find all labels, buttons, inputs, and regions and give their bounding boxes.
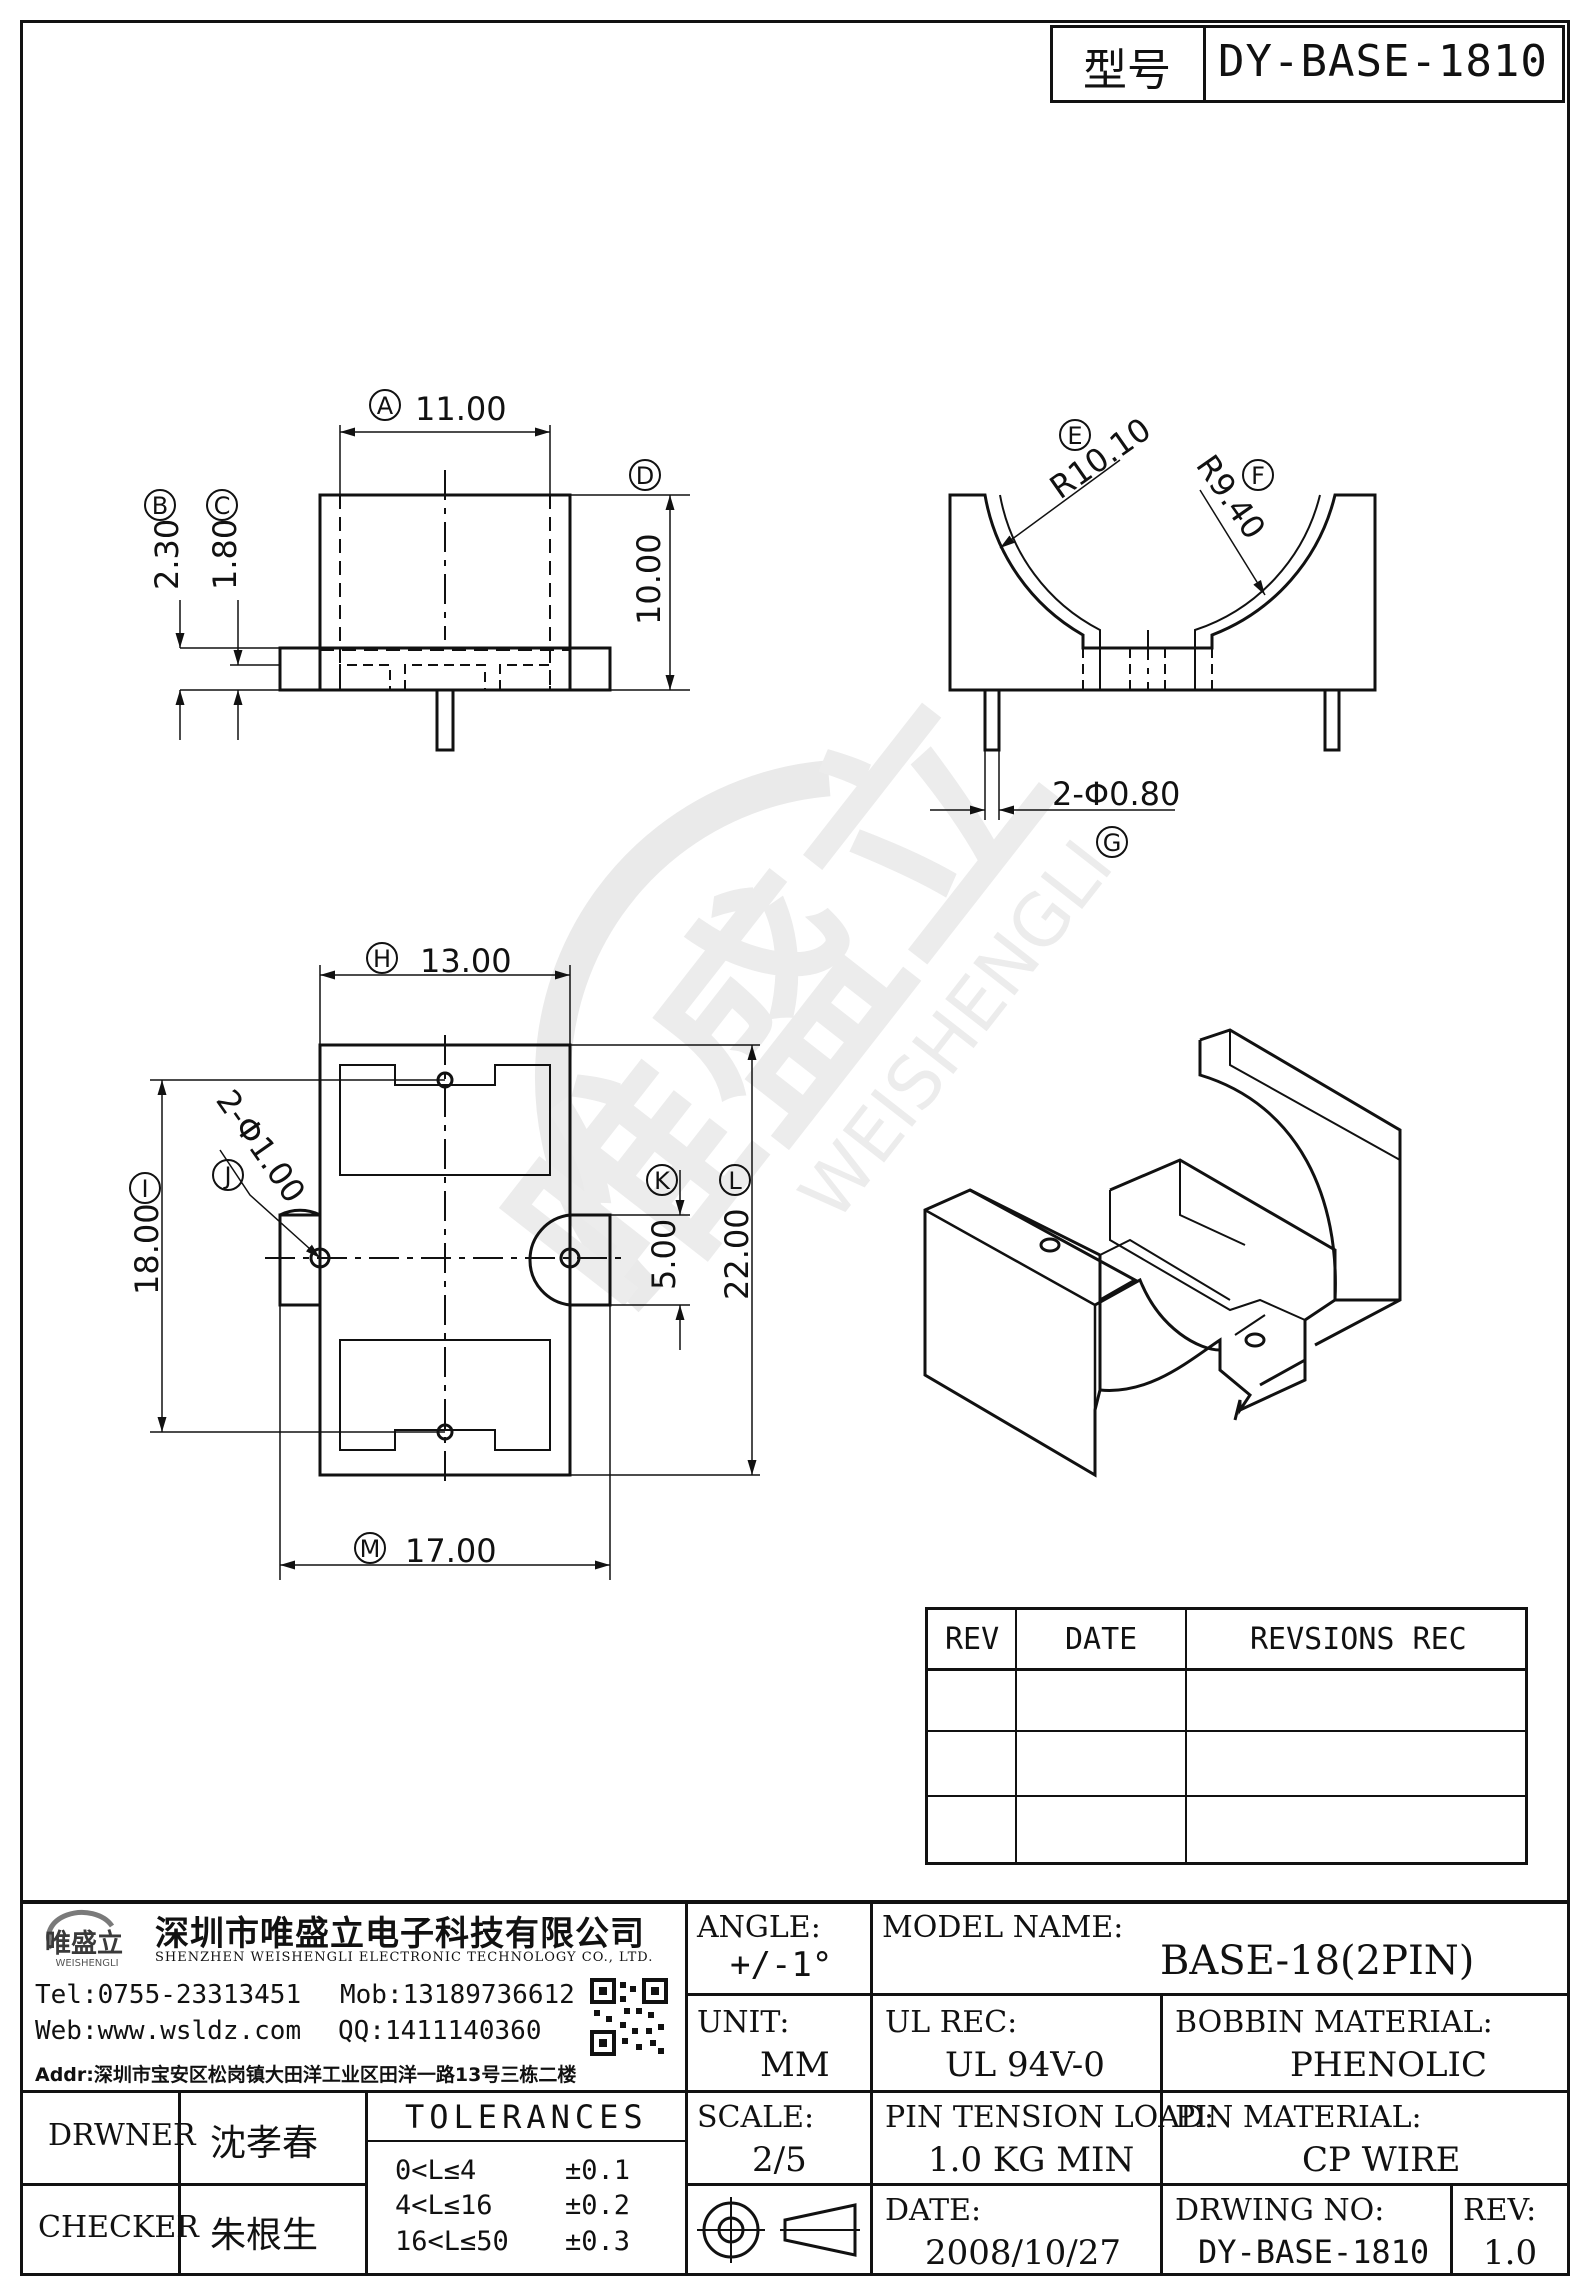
unit-value: MM (760, 2045, 830, 2085)
svg-text:E: E (1067, 422, 1082, 450)
marker-b: B 2.30 (144, 489, 186, 590)
svg-text:A: A (377, 392, 394, 420)
scale-label: SCALE: (697, 2100, 815, 2135)
checker-label: CHECKER (38, 2210, 199, 2245)
watermark: 唯盛立 WEISHENGLI (462, 652, 1129, 1360)
isometric-view (923, 1028, 1402, 1478)
svg-text:H: H (373, 945, 391, 973)
projection-symbol-icon (697, 2197, 860, 2263)
ul-rec-value: UL 94V-0 (945, 2045, 1105, 2085)
model-number-box (1050, 25, 1565, 103)
tol-value-3: ±0.3 (565, 2226, 631, 2257)
marker-e: E R10.10 (1043, 410, 1158, 506)
dim-m-value: 17.00 (405, 1532, 497, 1570)
dim-e-value: R10.10 (1043, 410, 1158, 506)
rev-header-date: DATE (1065, 1622, 1138, 1657)
company-web: Web:www.wsldz.com (35, 2016, 302, 2046)
dim-a-value: 11.00 (415, 390, 507, 428)
dim-g-value: 2-Φ0.80 (1052, 775, 1180, 813)
company-logo: 唯盛立 WEISHENGLI (45, 1909, 123, 1969)
drawer-name: 沈孝春 (210, 2123, 319, 2164)
dim-c-value: 1.80 (206, 519, 244, 590)
company-name-cn: 深圳市唯盛立电子科技有限公司 (155, 1914, 645, 1954)
pin-tension-value: 1.0 KG MIN (928, 2140, 1135, 2180)
pin-material-value: CP WIRE (1302, 2140, 1461, 2180)
svg-text:唯盛立: 唯盛立 (45, 1928, 123, 1959)
marker-g: G 2-Φ0.80 (1052, 775, 1180, 858)
marker-m: M 17.00 (354, 1532, 497, 1570)
model-number-label: 型号 (1083, 45, 1171, 96)
company-mob: Mob:13189736612 (340, 1980, 575, 2010)
marker-j: J 2-Φ1.00 (208, 1083, 313, 1210)
tol-range-3: 16<L≤50 (395, 2226, 509, 2257)
dim-b-value: 2.30 (148, 519, 186, 590)
model-number-value: DY-BASE-1810 (1218, 36, 1548, 87)
outer-frame (20, 20, 1570, 2276)
drawer-label: DRWNER (48, 2118, 196, 2153)
dimension-markers: A 11.00 B 2.30 C 1.80 D 10.00 E R10. (128, 389, 1274, 1570)
svg-text:J: J (222, 1162, 231, 1190)
technical-drawing: A 11.00 B 2.30 C 1.80 D 10.00 E R10. (128, 389, 1402, 1580)
pin-material-label: PIN MATERIAL: (1175, 2100, 1422, 2135)
dim-d-value: 10.00 (630, 533, 668, 625)
unit-label: UNIT: (697, 2005, 790, 2040)
date-value: 2008/10/27 (925, 2233, 1121, 2273)
side-view (930, 459, 1377, 820)
dim-j-value: 2-Φ1.00 (208, 1083, 313, 1210)
model-name-value: BASE-18(2PIN) (1160, 1938, 1475, 1984)
marker-d: D 10.00 (629, 459, 668, 625)
dim-k-value: 5.00 (645, 1219, 683, 1290)
tol-value-2: ±0.2 (565, 2190, 631, 2221)
svg-text:C: C (214, 492, 231, 520)
angle-value: +/-1° (730, 1945, 833, 1985)
marker-f: F R9.40 (1188, 448, 1274, 546)
rev-header-rev: REV (945, 1622, 1000, 1657)
tol-range-2: 4<L≤16 (395, 2190, 493, 2221)
marker-l: L 22.00 (718, 1164, 756, 1300)
dim-i-value: 18.00 (128, 1203, 166, 1295)
front-view (175, 425, 690, 752)
bobbin-material-value: PHENOLIC (1290, 2045, 1487, 2085)
svg-text:M: M (360, 1535, 381, 1563)
rev-header-rec: REVSIONS REC (1250, 1622, 1467, 1657)
marker-i: I 18.00 (128, 1172, 166, 1295)
scale-value: 2/5 (752, 2140, 807, 2180)
marker-c: C 1.80 (206, 489, 244, 590)
company-tel: Tel:0755-23313451 (35, 1980, 302, 2010)
dim-l-value: 22.00 (718, 1208, 756, 1300)
angle-label: ANGLE: (697, 1910, 821, 1945)
company-qq: QQ:1411140360 (338, 2016, 542, 2046)
tolerances-title: TOLERANCES (405, 2098, 648, 2136)
svg-text:L: L (728, 1167, 742, 1195)
marker-k: K 5.00 (645, 1164, 683, 1290)
svg-text:I: I (141, 1175, 148, 1203)
pin-tension-label: PIN TENSION LOAD: (885, 2100, 1215, 2135)
dim-h-value: 13.00 (420, 942, 512, 980)
svg-text:G: G (1103, 829, 1122, 857)
qr-code-icon (590, 1978, 668, 2056)
svg-text:K: K (654, 1167, 671, 1195)
bobbin-material-label: BOBBIN MATERIAL: (1175, 2005, 1493, 2040)
marker-a: A 11.00 (369, 389, 507, 428)
date-label: DATE: (885, 2193, 982, 2228)
company-addr: Addr:深圳市宝安区松岗镇大田洋工业区田洋一路13号三栋二楼 (35, 2064, 577, 2086)
svg-text:B: B (152, 492, 168, 520)
rev-value: 1.0 (1483, 2233, 1538, 2273)
svg-text:D: D (636, 462, 654, 490)
rev-label: REV: (1463, 2193, 1537, 2228)
ul-rec-label: UL REC: (885, 2005, 1018, 2040)
tol-range-1: 0<L≤4 (395, 2155, 477, 2186)
company-name-en: SHENZHEN WEISHENGLI ELECTRONIC TECHNOLOG… (155, 1950, 654, 1965)
model-number-divider (1203, 25, 1206, 103)
svg-text:WEISHENGLI: WEISHENGLI (55, 1958, 118, 1969)
checker-name: 朱根生 (210, 2215, 319, 2256)
bottom-view (150, 965, 760, 1580)
svg-text:F: F (1251, 462, 1265, 490)
tol-value-1: ±0.1 (565, 2155, 631, 2186)
marker-h: H 13.00 (366, 942, 512, 980)
drawing-no-label: DRWING NO: (1175, 2193, 1385, 2228)
model-name-label: MODEL NAME: (882, 1910, 1124, 1945)
drawing-no-value: DY-BASE-1810 (1198, 2233, 1430, 2271)
